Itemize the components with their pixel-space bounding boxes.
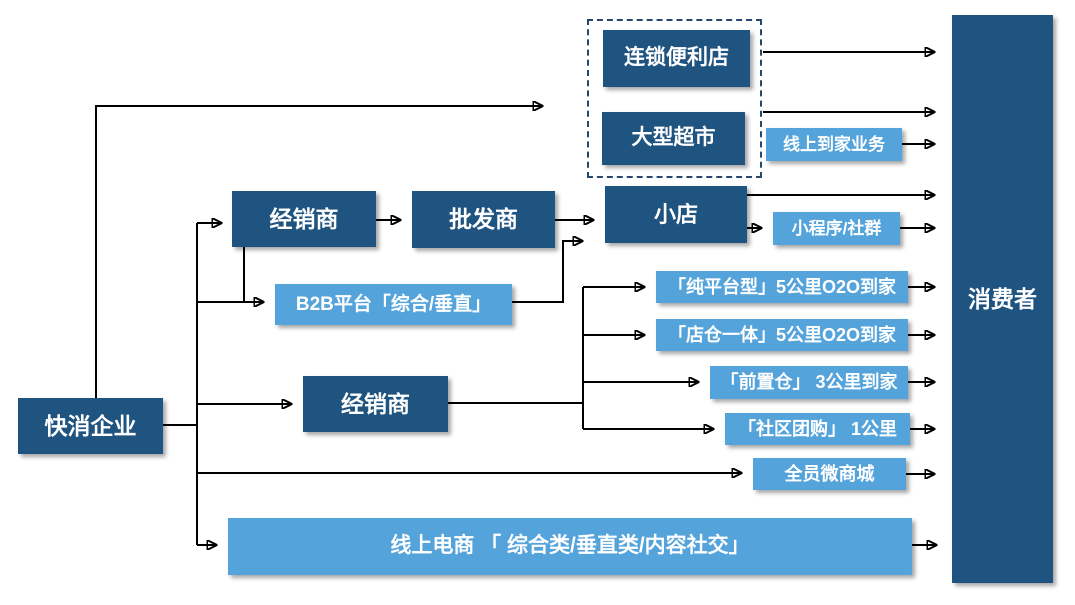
node-front-warehouse: 「前置仓」 3公里到家 — [710, 366, 908, 399]
node-online-to-home: 线上到家业务 — [766, 128, 902, 161]
node-distributor-1: 经销商 — [232, 191, 376, 247]
offline-retail-group-frame — [587, 19, 762, 178]
node-community-group-buy: 「社区团购」 1公里 — [725, 413, 910, 445]
node-chain-convenience-store: 连锁便利店 — [603, 30, 750, 87]
node-b2b-platform: B2B平台「综合/垂直」 — [275, 284, 512, 325]
node-store-warehouse-o2o: 「店仓一体」5公里O2O到家 — [656, 319, 908, 351]
node-wholesaler: 批发商 — [412, 191, 555, 248]
edge-b2b-small-store — [512, 241, 582, 303]
node-pure-platform-o2o: 「纯平台型」5公里O2O到家 — [656, 271, 908, 303]
node-mini-program-community: 小程序/社群 — [773, 212, 900, 245]
edge-fmcg-offline-retail-group — [95, 106, 542, 398]
node-small-store: 小店 — [605, 186, 747, 243]
node-hypermarket: 大型超市 — [602, 112, 745, 165]
node-consumer: 消费者 — [952, 15, 1053, 583]
node-fmcg-enterprise: 快消企业 — [18, 398, 163, 454]
node-online-ecommerce: 线上电商 「 综合类/垂直类/内容社交」 — [228, 518, 912, 575]
node-distributor-2: 经销商 — [303, 376, 448, 432]
node-all-staff-micro-mall: 全员微商城 — [753, 458, 906, 490]
